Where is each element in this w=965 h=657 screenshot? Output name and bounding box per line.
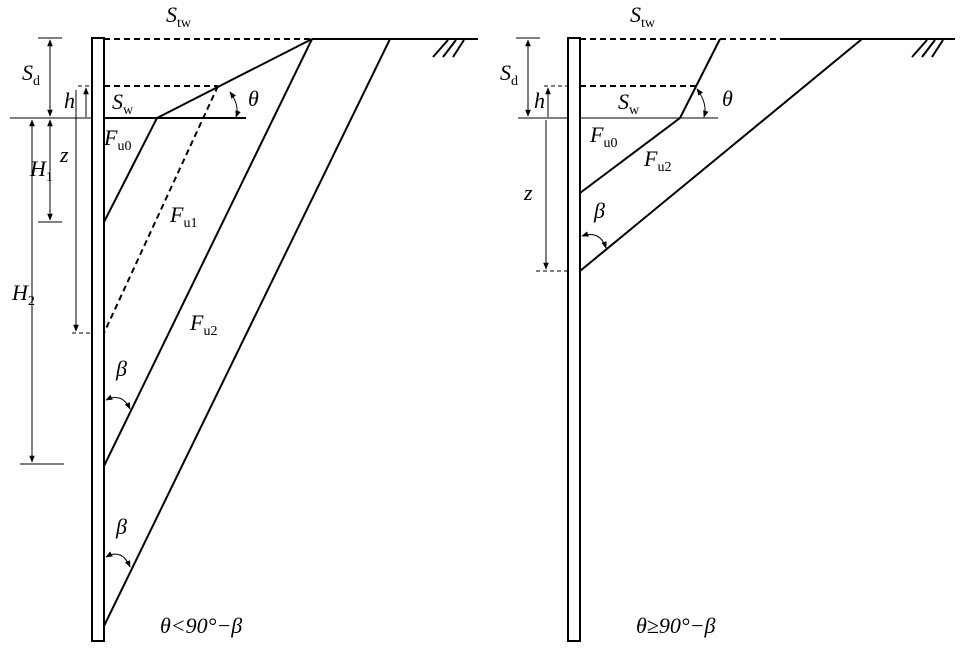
right-sw-label: Sw	[618, 89, 640, 118]
right-caption: θ≥90°−β	[636, 613, 716, 638]
left-beta-label-1: β	[115, 356, 127, 381]
left-h1-label: H1	[29, 156, 53, 185]
right-beta-label: β	[593, 198, 605, 223]
left-beta-arc-2	[105, 551, 131, 568]
left-diagram: Stw Sd h Sw θ Fu0 Fu1 Fu2 H1 H2 z β β θ<…	[10, 2, 478, 642]
right-fu2-slip-line	[579, 38, 863, 272]
left-ground-hatch-icon	[432, 39, 465, 58]
right-z-label: z	[523, 180, 533, 205]
right-theta-arc	[696, 88, 709, 118]
right-retaining-wall	[567, 37, 581, 642]
right-h-label: h	[534, 88, 545, 113]
left-h2-label: H2	[11, 280, 35, 309]
left-h-label: h	[64, 88, 75, 113]
left-fu2-label: Fu2	[189, 310, 217, 339]
left-beta-label-2: β	[115, 514, 127, 539]
left-fu1-slip-line	[103, 85, 219, 334]
right-fu0-label: Fu0	[589, 122, 617, 151]
left-retaining-wall	[91, 37, 105, 642]
right-beta-arc	[581, 231, 607, 249]
right-inclined-surface	[679, 38, 721, 119]
left-theta-label: θ	[248, 86, 259, 111]
left-fu2-inner-slip-line	[103, 38, 313, 467]
left-sw-label: Sw	[112, 89, 134, 118]
left-caption: θ<90°−β	[160, 613, 242, 638]
left-fu2-outer-slip-line	[103, 38, 391, 627]
left-z-label: z	[59, 142, 69, 167]
right-diagram: Stw Sd h Sw θ Fu0 Fu2 z β θ≥90°−β	[500, 2, 955, 642]
left-theta-arc	[229, 91, 241, 118]
right-fu0-slip-line	[579, 117, 681, 194]
left-stw-label: Stw	[166, 2, 192, 31]
right-ground-hatch-icon	[911, 39, 944, 58]
right-theta-label: θ	[722, 86, 733, 111]
right-fu2-label: Fu2	[643, 146, 671, 175]
left-fu0-slip-line	[103, 117, 158, 223]
left-sd-label: Sd	[22, 60, 40, 89]
left-inclined-surface	[156, 38, 313, 119]
right-stw-label: Stw	[630, 2, 656, 31]
right-sd-label: Sd	[500, 60, 518, 89]
left-fu1-label: Fu1	[169, 202, 197, 231]
left-beta-arc-1	[105, 394, 131, 410]
left-fu0-label: Fu0	[103, 125, 131, 154]
